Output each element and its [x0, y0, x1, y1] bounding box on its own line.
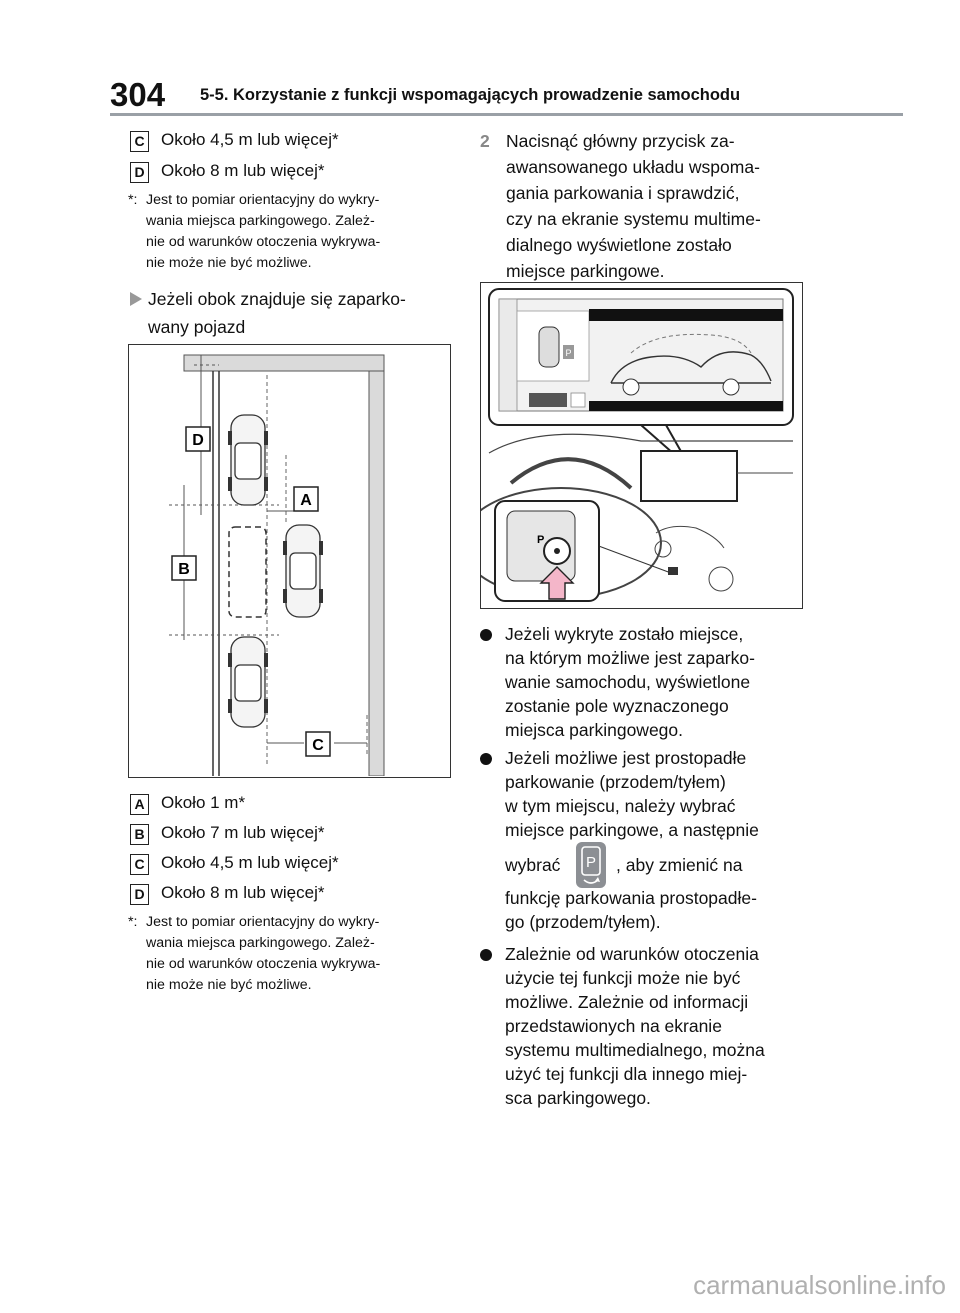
- watermark: carmanualsonline.info: [693, 1270, 946, 1300]
- dashboard-illustration: P P: [460, 282, 803, 609]
- definition-text: Około 4,5 m lub więcej*: [161, 853, 339, 872]
- definition-text: Około 7 m lub więcej*: [161, 823, 325, 842]
- bullet-line: sca parkingowego.: [505, 1088, 651, 1108]
- footnote-line: nie może nie być możliwe.: [146, 255, 312, 271]
- bullet-line: użyć tej funkcji dla innego miej-: [505, 1064, 748, 1084]
- step-line: dialnego wyświetlone zostało: [506, 235, 732, 255]
- footnote-line: nie od warunków otoczenia wykrywa-: [146, 234, 381, 250]
- bullet-dot-icon: [480, 753, 492, 765]
- step-line: czy na ekranie systemu multime-: [506, 209, 761, 229]
- diagram-label-d: D: [192, 432, 204, 449]
- page-number: 304: [110, 76, 166, 113]
- bullet-line: parkowanie (przodem/tyłem): [505, 772, 726, 792]
- bullet-line-icon-before: wybrać: [505, 855, 561, 875]
- label-badge: A: [130, 794, 149, 815]
- definition-text: Około 1 m*: [161, 793, 246, 812]
- parking-diagram: D A B C: [128, 344, 451, 778]
- bullet-line: Zależnie od warunków otoczenia: [505, 944, 759, 964]
- diagram-label-c: C: [312, 737, 324, 754]
- footnote-marker: *:: [128, 192, 138, 208]
- bullet-line: miejsca parkingowego.: [505, 720, 684, 740]
- parking-diagram-svg: D A B C: [169, 354, 385, 777]
- diagram-label-a: A: [300, 492, 312, 509]
- bullet-line: Jeżeli wykryte zostało miejsce,: [505, 624, 744, 644]
- definition-text: Około 8 m lub więcej*: [161, 883, 325, 902]
- bullet-line-icon-after: , aby zmienić na: [616, 855, 743, 875]
- bullet-line: Jeżeli możliwe jest prostopadłe: [505, 748, 747, 768]
- perpendicular-parking-icon: P: [576, 842, 606, 888]
- bullet-line: go (przodem/tyłem).: [505, 912, 661, 932]
- definition-text: Około 4,5 m lub więcej*: [161, 130, 339, 149]
- footnote-line: nie może nie być możliwe.: [146, 977, 312, 993]
- header-divider: [110, 113, 903, 116]
- subheading-line: Jeżeli obok znajduje się zaparko-: [148, 289, 406, 309]
- triangle-arrow-icon: [130, 292, 142, 306]
- diagram-label-b: B: [178, 561, 190, 578]
- label-badge: D: [130, 162, 149, 183]
- subheading-line: wany pojazd: [148, 317, 246, 337]
- dashboard-illustration-svg: P P: [460, 288, 794, 602]
- definition-text: Około 8 m lub więcej*: [161, 161, 325, 180]
- screen-p-label: P: [565, 348, 571, 358]
- footnote-line: Jest to pomiar orientacyjny do wykry-: [146, 192, 380, 208]
- button-p-label: P: [537, 534, 544, 546]
- bullet-line: zostanie pole wyznaczonego: [505, 696, 729, 716]
- footnote-line: nie od warunków otoczenia wykrywa-: [146, 956, 381, 972]
- label-badge: D: [130, 884, 149, 905]
- step-line: gania parkowania i sprawdzić,: [506, 183, 740, 203]
- section-title: 5-5. Korzystanie z funkcji wspomagającyc…: [200, 86, 741, 104]
- bullet-line: w tym miejscu, należy wybrać: [505, 796, 736, 816]
- footnote-line: Jest to pomiar orientacyjny do wykry-: [146, 914, 380, 930]
- label-badge: C: [130, 854, 149, 875]
- footnote-marker: *:: [128, 914, 138, 930]
- label-badge: B: [130, 824, 149, 845]
- bullet-line: funkcję parkowania prostopadłe-: [505, 888, 757, 908]
- bullet-line: wanie samochodu, wyświetlone: [505, 672, 751, 692]
- step-number: 2: [480, 131, 490, 151]
- label-badge: C: [130, 131, 149, 152]
- bullet-line: na którym możliwe jest zaparko-: [505, 648, 755, 668]
- bullet-line: przedstawionych na ekranie: [505, 1016, 722, 1036]
- bullet-line: systemu multimedialnego, można: [505, 1040, 765, 1060]
- bullet-dot-icon: [480, 629, 492, 641]
- footnote-line: wania miejsca parkingowego. Zależ-: [146, 213, 375, 229]
- bullet-line: możliwe. Zależnie od informacji: [505, 992, 749, 1012]
- bullet-line: użycie tej funkcji może nie być: [505, 968, 741, 988]
- p-icon-letter: P: [586, 854, 596, 871]
- footnote-line: wania miejsca parkingowego. Zależ-: [146, 935, 375, 951]
- step-line: Nacisnąć główny przycisk za-: [506, 131, 735, 151]
- step-line: miejsce parkingowe.: [506, 261, 665, 281]
- step-line: awansowanego układu wspoma-: [506, 157, 760, 177]
- bullet-dot-icon: [480, 949, 492, 961]
- bullet-line: miejsce parkingowe, a następnie: [505, 820, 759, 840]
